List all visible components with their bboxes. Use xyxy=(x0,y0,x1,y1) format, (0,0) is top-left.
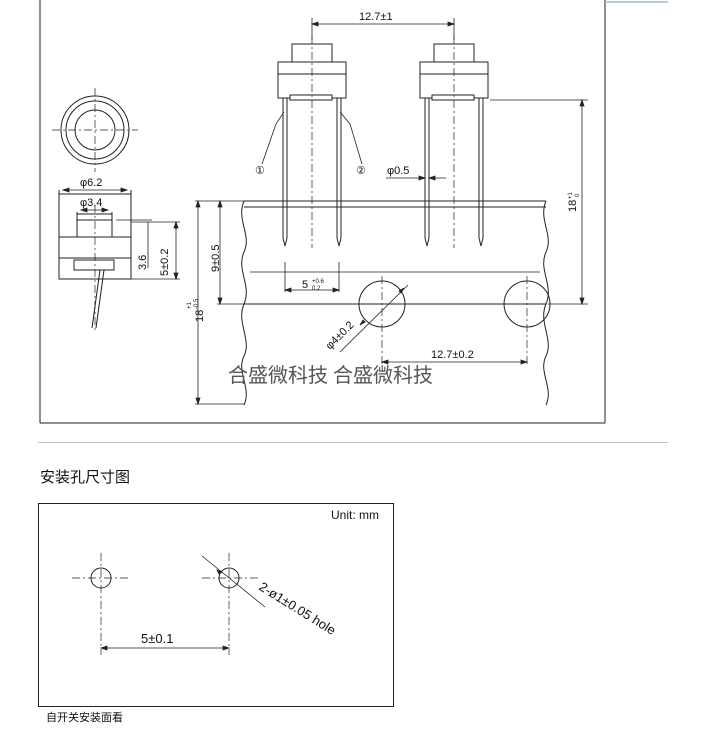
dim-height-18-left-tol-minus: -0.5 xyxy=(194,298,200,309)
dim-height-3-6: 3.6 xyxy=(137,255,149,270)
mount-hole-right xyxy=(202,553,258,655)
pin-callout-2: ② xyxy=(356,165,366,177)
pin-callout-1: ① xyxy=(255,165,265,177)
dim-height-5: 5±0.2 xyxy=(159,249,171,276)
dim-pitch-top: 12.7±1 xyxy=(359,11,393,23)
hole-drawing-frame xyxy=(38,503,394,707)
dim-pin-diameter: φ0.5 xyxy=(387,165,409,177)
figure-caption: 自开关安装面看 xyxy=(46,712,123,724)
dim-height-18-right: 18 xyxy=(567,200,579,212)
dim-diameter-6-2: φ6.2 xyxy=(80,177,102,189)
side-view-dimension-lines xyxy=(61,187,180,281)
dim-height-18-right-tol-minus: 0 xyxy=(575,193,581,197)
bottom-pitch-dimension xyxy=(380,359,529,365)
pin-spacing-dimension xyxy=(283,262,341,293)
dim-height-9: 9±0.5 xyxy=(210,245,222,272)
section-divider xyxy=(38,442,668,443)
pin-diameter-dimension xyxy=(386,175,446,181)
dim-pin-spacing-tol-plus: +0.6 xyxy=(312,279,325,285)
left-height-dimension xyxy=(195,199,244,406)
top-pitch-dimension xyxy=(310,18,456,40)
pcb-board-section xyxy=(241,200,549,406)
mounting-hole-drawing: Unit: mm 5±0.1 2-ø1±0.05 hole xyxy=(38,503,394,707)
dim-pin-spacing: 5 xyxy=(302,279,308,291)
mount-hole-left xyxy=(72,553,130,655)
switch-body-left xyxy=(277,36,347,248)
cap-top-view xyxy=(52,88,138,172)
right-height-dimension xyxy=(490,98,588,306)
dim-pin-spacing-tol-minus: 0.2 xyxy=(312,286,321,292)
board-hole-left xyxy=(358,276,406,366)
hole-diameter-leader xyxy=(339,284,409,353)
side-view xyxy=(58,190,132,330)
hole-spec-label: 2-ø1±0.05 hole xyxy=(256,579,338,638)
switch-body-right xyxy=(419,36,489,248)
section-title: 安装孔尺寸图 xyxy=(40,469,131,486)
dim-diameter-3-4: φ3.4 xyxy=(80,197,102,209)
watermark: 合盛微科技 合盛微科技 xyxy=(228,364,433,387)
dim-hole-spacing: 5±0.1 xyxy=(141,631,173,646)
dim-height-18-left: 18 xyxy=(194,310,206,322)
dim-height-18-right-tol-plus: +1 xyxy=(568,191,574,199)
dim-hole-diameter: φ4±0.2 xyxy=(324,319,357,352)
switch-dimension-drawing: φ6.2 φ3.4 3.6 5±0.2 18 +1 -0.5 9±0.5 φ4±… xyxy=(39,0,668,424)
pin-callout-leaders xyxy=(261,111,363,165)
dim-height-18-left-tol-plus: +1 xyxy=(187,301,193,309)
hole-spacing-dimension xyxy=(99,645,231,651)
unit-label: Unit: mm xyxy=(331,508,379,522)
hole-spec-leader xyxy=(201,555,266,608)
dim-pitch-bottom: 12.7±0.2 xyxy=(431,349,474,361)
board-hole-right xyxy=(503,276,551,366)
